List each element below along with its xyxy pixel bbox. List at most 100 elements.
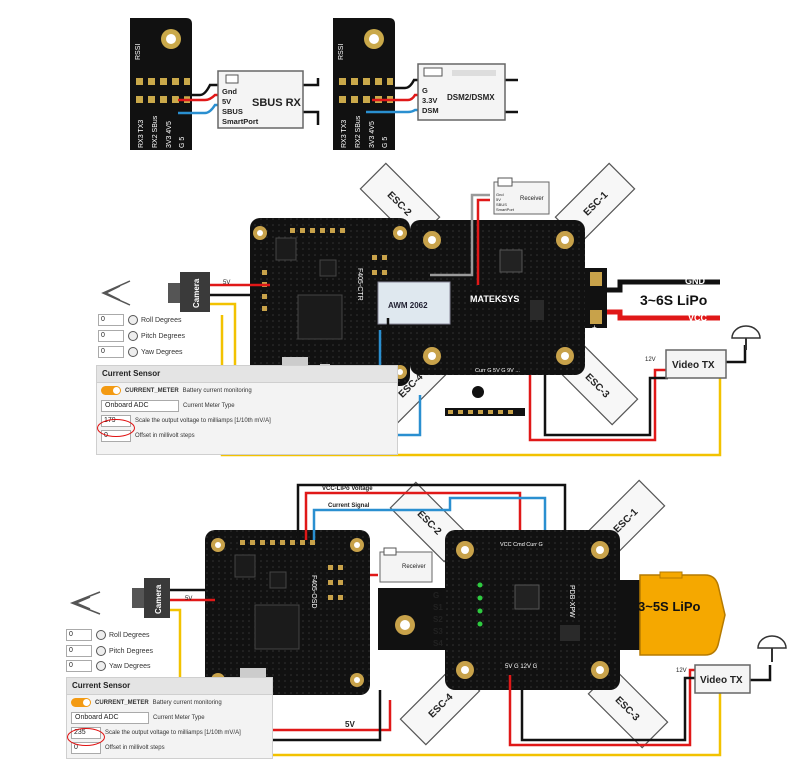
d1-fc: F405-CTR <box>250 218 410 386</box>
svg-text:S2: S2 <box>433 615 443 624</box>
rx-board-left: RSSI RX3 TX3 RX2 SBus 3V3 4V5 G 5 <box>130 18 192 150</box>
dsm-receiver: G 3.3V DSM DSM2/DSMX <box>417 63 506 121</box>
p2-meter-type-select[interactable]: Onboard ADC <box>71 711 149 724</box>
svg-text:G 5: G 5 <box>179 137 186 148</box>
p2-roll-label: Roll Degrees <box>109 631 150 639</box>
p1-current-meter-toggle[interactable] <box>101 386 121 395</box>
p2-meter-type-label: Current Meter Type <box>153 714 205 721</box>
dsm-rx-label: DSM2/DSMX <box>447 93 495 102</box>
p1-toggle-row: CURRENT_METER Battery current monitoring <box>97 383 397 398</box>
p1-roll-input[interactable]: 0 <box>98 314 124 326</box>
p1-offset-row: 0 Offset in millivolt steps <box>97 428 397 443</box>
svg-text:RSSI: RSSI <box>338 44 345 60</box>
rx-board-right: RSSI RX3 TX3 RX2 SBus 3V3 4V5 G 5 <box>333 18 395 150</box>
p2-panel-header: Current Sensor <box>67 678 272 695</box>
d2-receiver: Receiver <box>379 547 433 583</box>
svg-text:RX2 SBus: RX2 SBus <box>355 115 362 148</box>
svg-text:12V: 12V <box>645 357 656 363</box>
svg-text:3~5S LiPo: 3~5S LiPo <box>638 599 701 614</box>
svg-text:+: + <box>592 323 597 332</box>
sbus-pin-gnd: Gnd <box>222 87 237 96</box>
p2-current-meter-toggle[interactable] <box>71 698 91 707</box>
p2-pitch-input[interactable]: 0 <box>66 645 92 657</box>
p1-toggle-desc: Battery current monitoring <box>182 387 252 394</box>
p2-yaw-input[interactable]: 0 <box>66 660 92 672</box>
d1-antenna-icon <box>731 325 761 350</box>
d1-ribbon-cable <box>377 281 451 325</box>
yaw-icon <box>128 347 138 357</box>
d1-gnd-label: GND <box>685 276 706 286</box>
p1-scale-label: Scale the output voltage to milliamps [1… <box>135 417 271 424</box>
svg-text:5V: 5V <box>496 197 501 202</box>
d1-arrow-icon <box>101 280 131 306</box>
p1-yaw-input[interactable]: 0 <box>98 346 124 358</box>
svg-text:Video TX: Video TX <box>672 360 715 371</box>
p1-current-sensor-panel: Current Sensor CURRENT_METER Battery cur… <box>96 365 398 455</box>
yaw-icon <box>96 661 106 671</box>
dsm-pin-dsm: DSM <box>422 106 439 115</box>
p2-type-row: Onboard ADC Current Meter Type <box>67 710 272 725</box>
roll-icon <box>96 630 106 640</box>
p2-roll-input[interactable]: 0 <box>66 629 92 641</box>
svg-text:Receiver: Receiver <box>520 196 544 202</box>
svg-text:S1: S1 <box>433 603 443 612</box>
svg-text:RSSI: RSSI <box>135 44 142 60</box>
svg-text:G 5: G 5 <box>382 137 389 148</box>
d1-vcc-label: VCC <box>688 313 708 323</box>
p1-roll-label: Roll Degrees <box>141 316 182 324</box>
d2-servo-board: G S1 S2 S3 S4 <box>378 588 446 650</box>
svg-text:3V3 4V5: 3V3 4V5 <box>166 121 173 148</box>
d2-battery-connector: 3~5S LiPo <box>620 571 726 656</box>
p2-offset-label: Offset in millivolt steps <box>105 744 165 751</box>
svg-text:RX3 TX3: RX3 TX3 <box>138 120 145 148</box>
pitch-icon <box>128 331 138 341</box>
d2-pdb-top-pins: VCC Cmd Curr G <box>500 542 543 548</box>
p1-offset-label: Offset in millivolt steps <box>135 432 195 439</box>
p1-pitch-row: 0 Pitch Degrees <box>98 330 185 342</box>
svg-text:Camera: Camera <box>192 278 201 308</box>
sbus-pin-sbus: SBUS <box>222 107 243 116</box>
p1-meter-type-select[interactable]: Onboard ADC <box>101 399 179 412</box>
d1-battery-label: 3~6S LiPo <box>640 292 707 308</box>
p2-toggle-row: CURRENT_METER Battery current monitoring <box>67 695 272 710</box>
p2-pitch-row: 0 Pitch Degrees <box>66 645 153 657</box>
p2-toggle-label: CURRENT_METER <box>95 699 149 706</box>
d1-camera: Camera 5V <box>168 272 230 312</box>
d1-power-tabs: + <box>585 268 607 332</box>
svg-text:G: G <box>433 591 439 600</box>
svg-text:12V: 12V <box>676 668 687 674</box>
dsm-pin-g: G <box>422 86 428 95</box>
p2-scale-highlight <box>67 728 105 746</box>
p2-pitch-label: Pitch Degrees <box>109 647 153 655</box>
d2-vcc-wire-label: VCC-LiPo Voltage <box>322 486 373 492</box>
d1-video-tx: Video TX 12V <box>645 349 727 379</box>
p2-current-sensor-panel: Current Sensor CURRENT_METER Battery cur… <box>66 677 273 759</box>
d1-receiver: Receiver Gnd 5V SBUS SmartPort <box>493 177 550 215</box>
p2-scale-label: Scale the output voltage to milliamps [1… <box>105 729 241 736</box>
d1-ribbon-text: AWM 2062 <box>388 301 428 310</box>
svg-text:Receiver: Receiver <box>402 564 426 570</box>
p1-type-row: Onboard ADC Current Meter Type <box>97 398 397 413</box>
svg-text:S4: S4 <box>433 639 443 648</box>
d1-pdb: MATEKSYS Curr G 5V G 9V ... <box>410 220 585 416</box>
d1-fc-label: F405-CTR <box>356 268 363 301</box>
p2-roll-row: 0 Roll Degrees <box>66 629 149 641</box>
p1-pitch-input[interactable]: 0 <box>98 330 124 342</box>
p2-toggle-desc: Battery current monitoring <box>152 699 222 706</box>
svg-text:SmartPort: SmartPort <box>496 207 515 212</box>
svg-text:5V: 5V <box>223 280 230 286</box>
d2-fc-label: F405-OSD <box>310 575 317 608</box>
svg-text:5V: 5V <box>185 596 192 602</box>
svg-text:RX3 TX3: RX3 TX3 <box>341 120 348 148</box>
svg-text:Gnd: Gnd <box>496 192 504 197</box>
sbus-receiver: Gnd 5V SBUS SmartPort SBUS RX <box>217 70 304 129</box>
svg-text:3V3 4V5: 3V3 4V5 <box>369 121 376 148</box>
p1-scale-row: 179 Scale the output voltage to milliamp… <box>97 413 397 428</box>
d2-camera: Camera 5V <box>132 578 192 618</box>
roll-icon <box>128 315 138 325</box>
p1-pitch-label: Pitch Degrees <box>141 332 185 340</box>
svg-text:RX2 SBus: RX2 SBus <box>152 115 159 148</box>
d2-arrow-icon <box>69 591 101 615</box>
p1-toggle-label: CURRENT_METER <box>125 387 179 394</box>
